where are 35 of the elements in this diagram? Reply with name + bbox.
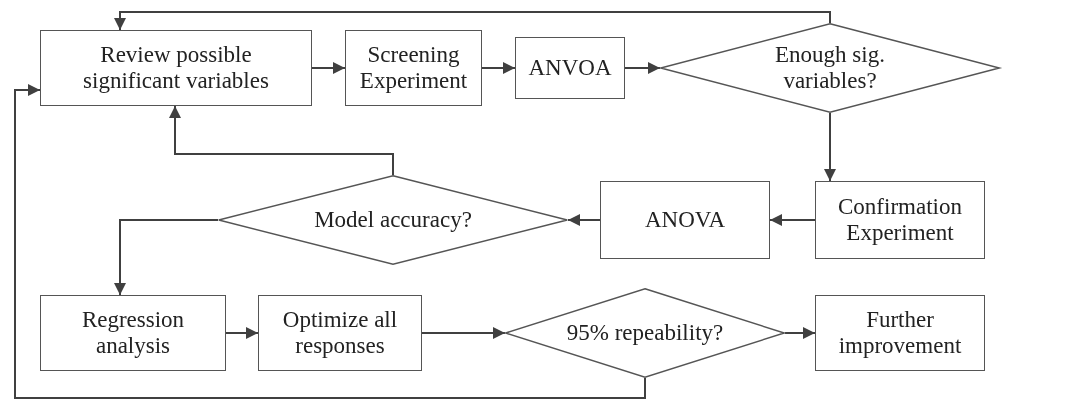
process-box (40, 295, 226, 371)
process-box (815, 295, 985, 371)
process-label: Review possible significant variables (82, 41, 270, 95)
arrow (225, 327, 259, 339)
arrow (624, 62, 661, 74)
process-label: ANOVA (644, 206, 726, 234)
decision-diamond (660, 23, 1000, 113)
decision-label: Enough sig. variables? (774, 41, 886, 95)
arrow (567, 214, 601, 226)
decision-diamond (505, 288, 785, 378)
decision-label: Model accuracy? (314, 206, 472, 234)
process-label: Screening Experiment (358, 41, 469, 95)
arrow (311, 62, 346, 74)
arrow (421, 327, 506, 339)
arrow (481, 62, 516, 74)
process-label: Regression analysis (80, 306, 186, 360)
arrow (14, 84, 646, 399)
process-box (515, 37, 625, 99)
process-box (40, 30, 312, 106)
process-box (600, 181, 770, 259)
arrow (114, 219, 219, 296)
process-label: Optimize all responses (281, 306, 399, 360)
arrow (784, 327, 816, 339)
process-label: Confirmation Experiment (837, 193, 963, 247)
process-box (815, 181, 985, 259)
process-box (258, 295, 422, 371)
process-label: Further improvement (837, 306, 963, 360)
decision-diamond (218, 175, 568, 265)
decision-label: 95% repeability? (566, 319, 724, 347)
arrow (824, 112, 836, 182)
arrow (114, 11, 831, 31)
process-label: ANVOA (528, 54, 612, 82)
process-box (345, 30, 482, 106)
arrow (769, 214, 816, 226)
arrow (169, 105, 394, 176)
